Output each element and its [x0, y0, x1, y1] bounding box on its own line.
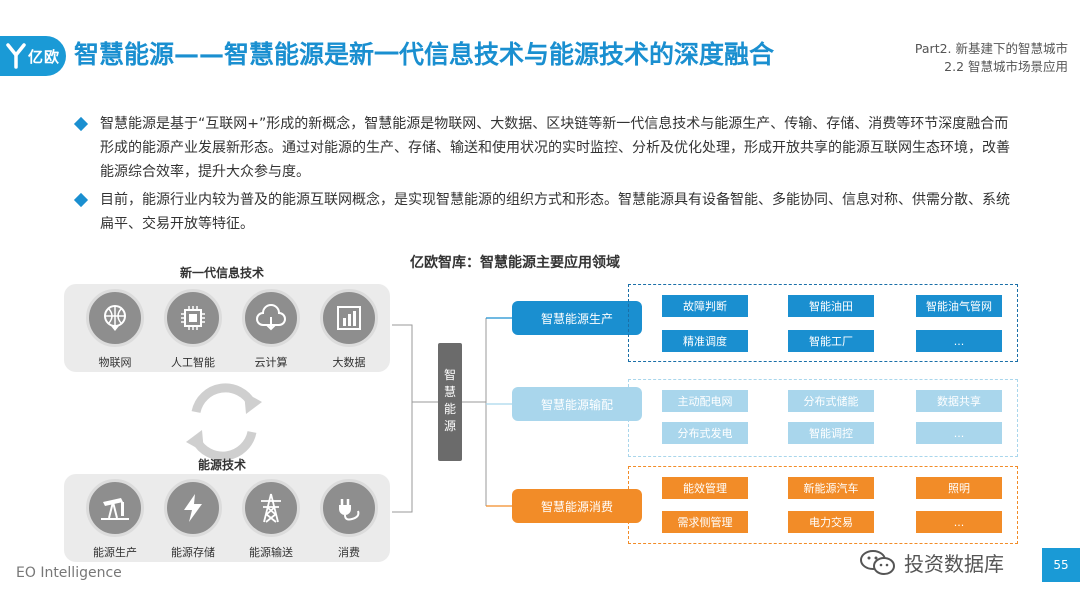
consumption-tags-box	[628, 466, 1018, 544]
production-tags-box	[628, 284, 1018, 362]
energy-item-label: 消费	[338, 546, 360, 559]
tag: 智能油田	[788, 295, 874, 317]
category-consumption: 智慧能源消费	[512, 489, 642, 523]
part-label: Part2. 新基建下的智慧城市	[914, 41, 1068, 56]
wechat-icon	[860, 549, 896, 577]
exchange-cycle-icon	[186, 383, 262, 461]
power-tower-icon	[242, 479, 300, 537]
tag: 新能源汽车	[788, 477, 874, 499]
footer-brand: EO Intelligence	[16, 565, 122, 581]
globe-pin-icon	[86, 289, 144, 347]
tag: 需求侧管理	[662, 511, 748, 533]
bullet-item: 智慧能源是基于“互联网+”形成的新概念，智慧能源是物联网、大数据、区块链等新一代…	[73, 112, 1014, 184]
plug-icon	[320, 479, 378, 537]
bar-chart-icon	[320, 289, 378, 347]
chip-icon	[164, 289, 222, 347]
tag: 智能油气管网	[916, 295, 1002, 317]
tag: 能效管理	[662, 477, 748, 499]
energy-item-label: 能源生产	[93, 546, 137, 559]
energy-group-label: 能源技术	[198, 458, 247, 472]
energy-item-label: 能源存储	[171, 546, 215, 559]
center-smart-energy: 智慧能源	[438, 343, 462, 461]
category-distribution: 智慧能源输配	[512, 387, 642, 421]
cloud-icon	[242, 289, 300, 347]
category-production: 智慧能源生产	[512, 301, 642, 335]
brand-logo: 亿欧	[0, 36, 66, 76]
distribution-tags-box	[628, 379, 1018, 457]
tag: ...	[916, 422, 1002, 444]
lightning-icon	[164, 479, 222, 537]
bullet-list: 智慧能源是基于“互联网+”形成的新概念，智慧能源是物联网、大数据、区块链等新一代…	[73, 112, 1014, 240]
watermark: 投资数据库	[860, 548, 1004, 577]
tag: 分布式发电	[662, 422, 748, 444]
diagram-title: 亿欧智库：智慧能源主要应用领域	[410, 255, 620, 271]
energy-item-label: 能源输送	[249, 546, 293, 559]
tag: 数据共享	[916, 390, 1002, 412]
tag: ...	[916, 330, 1002, 352]
bullet-item: 目前，能源行业内较为普及的能源互联网概念，是实现智慧能源的组织方式和形态。智慧能…	[73, 188, 1014, 236]
it-item-label: 大数据	[332, 356, 366, 369]
logo-text: 亿欧	[28, 47, 61, 66]
it-item-label: 人工智能	[171, 356, 215, 369]
section-info: Part2. 新基建下的智慧城市 2.2 智慧城市场景应用	[915, 40, 1068, 76]
page-title: 智慧能源——智慧能源是新一代信息技术与能源技术的深度融合	[74, 40, 775, 69]
page-number: 55	[1042, 548, 1080, 582]
logo-y-icon	[6, 43, 26, 69]
tag: 智能调控	[788, 422, 874, 444]
it-item-label: 物联网	[98, 356, 132, 369]
tag: 分布式储能	[788, 390, 874, 412]
tag: 主动配电网	[662, 390, 748, 412]
it-group-label: 新一代信息技术	[180, 266, 265, 280]
oil-pump-icon	[86, 479, 144, 537]
tag: 故障判断	[662, 295, 748, 317]
tag: 电力交易	[788, 511, 874, 533]
tag: 精准调度	[662, 330, 748, 352]
tag: ...	[916, 511, 1002, 533]
tag: 照明	[916, 477, 1002, 499]
watermark-text: 投资数据库	[904, 552, 1004, 576]
section-label: 2.2 智慧城市场景应用	[944, 59, 1068, 74]
it-item-label: 云计算	[254, 356, 288, 369]
tag: 智能工厂	[788, 330, 874, 352]
